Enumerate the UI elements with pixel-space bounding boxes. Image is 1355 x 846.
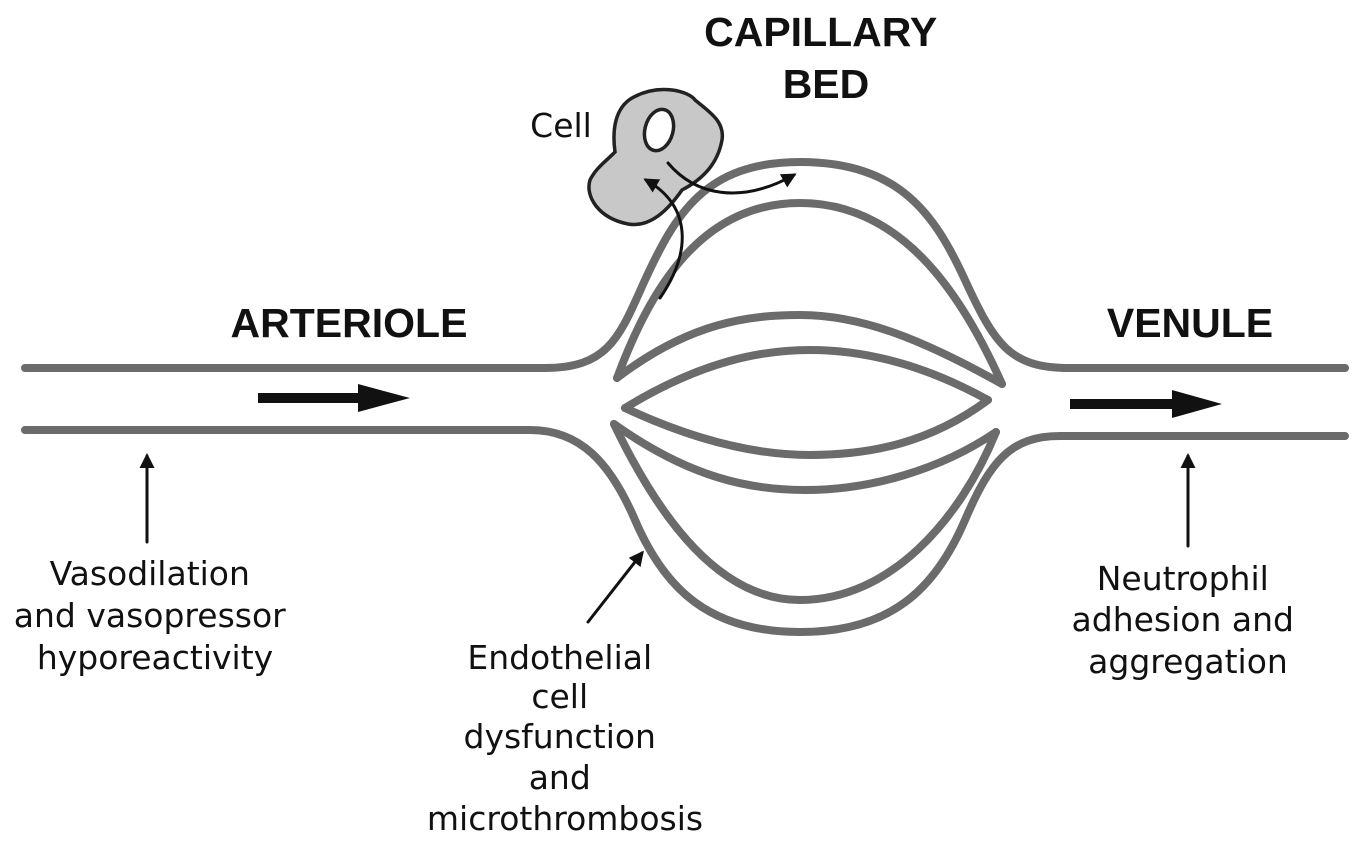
capillary-bed-title: CAPILLARY BED xyxy=(704,9,948,107)
arteriole-label: ARTERIOLE xyxy=(231,300,468,346)
venule-label: VENULE xyxy=(1107,300,1273,346)
capillary-mid-lower-1 xyxy=(625,400,988,455)
capillary-bed xyxy=(614,203,1002,600)
neutrophil-annotation: Neutrophil adhesion and aggregation xyxy=(1072,559,1305,681)
vasodilation-annotation: Vasodilation and vasopressor hyporeactiv… xyxy=(14,554,296,677)
endothelial-pointer xyxy=(588,553,642,622)
flow-arrows xyxy=(258,384,1222,418)
cell-label: Cell xyxy=(530,106,592,145)
venule-flow-arrow xyxy=(1070,390,1222,418)
pointer-arrows xyxy=(147,456,1188,622)
cell xyxy=(589,89,722,224)
endothelial-annotation: Endothelial cell dysfunction and microth… xyxy=(427,638,703,838)
capillary-mid-upper-2 xyxy=(625,350,988,408)
arteriole-flow-arrow xyxy=(258,384,410,412)
